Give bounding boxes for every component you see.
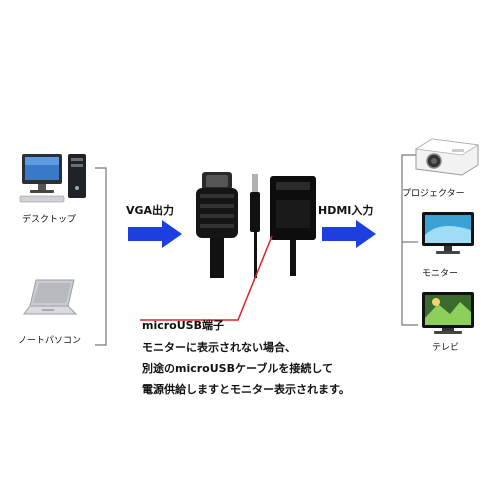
monitor-label: モニター: [422, 269, 459, 279]
monitor-icon: [422, 212, 474, 254]
projector-device: [412, 135, 482, 180]
vga-output-label: VGA出力: [126, 204, 175, 217]
tv-device: [420, 290, 476, 336]
microusb-port-label: microUSB端子: [142, 319, 224, 332]
output-arrow-icon: [322, 220, 376, 248]
projector-icon: [414, 138, 480, 176]
laptop-label: ノートパソコン: [18, 336, 82, 346]
input-arrow-icon: [128, 220, 182, 248]
callout-note-line-3: 電源供給しますとモニター表示されます。: [142, 383, 350, 396]
tv-label: テレビ: [432, 343, 460, 353]
projector-label: プロジェクター: [402, 189, 465, 199]
monitor-device: [420, 210, 476, 256]
desktop-label: デスクトップ: [22, 215, 77, 225]
laptop-device: [22, 276, 82, 321]
laptop-icon: [23, 279, 78, 315]
callout-note: モニターに表示されない場合、 別途のmicroUSBケーブルを接続して 電源供給…: [142, 337, 350, 400]
hdmi-input-label: HDMI入力: [318, 204, 374, 217]
callout-note-line-1: モニターに表示されない場合、: [142, 341, 296, 354]
vga-hdmi-adapter-icon: [196, 172, 316, 278]
desktop-computer-icon: [19, 154, 86, 203]
tv-icon: [422, 292, 474, 334]
callout-note-line-2: 別途のmicroUSBケーブルを接続して: [142, 362, 333, 375]
desktop-device: [18, 148, 98, 208]
